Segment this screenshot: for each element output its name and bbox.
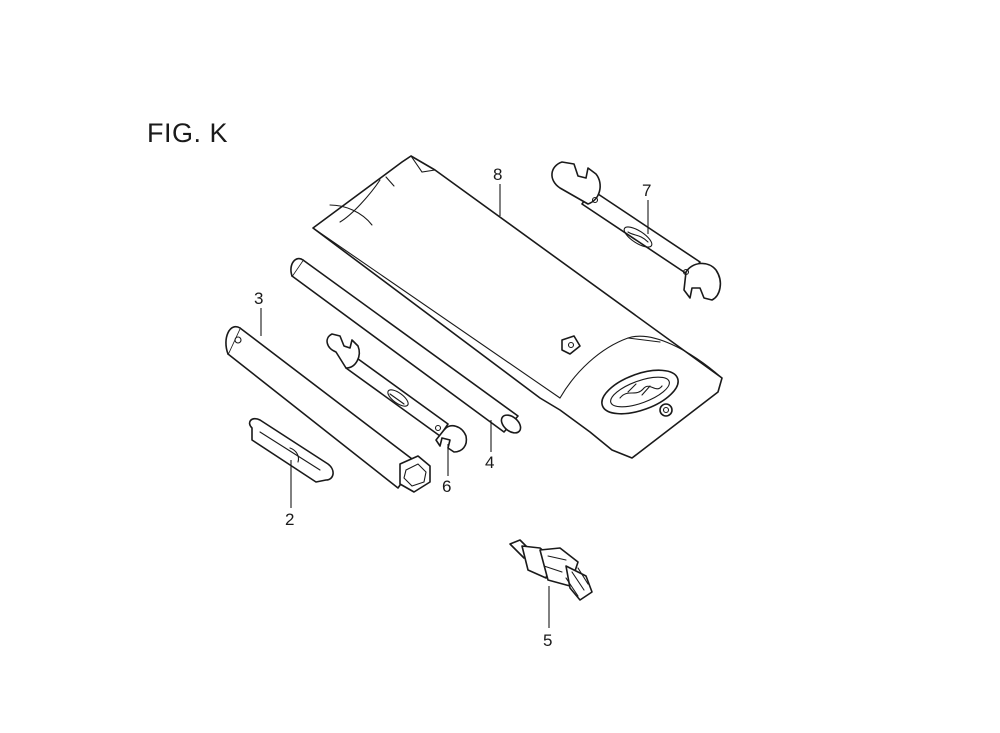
part-8-tool-bag	[312, 155, 723, 459]
part-7-wrench	[551, 161, 722, 301]
callout-5: 5	[543, 631, 552, 650]
callout-6: 6	[442, 477, 451, 496]
callout-2: 2	[285, 510, 294, 529]
callout-8: 8	[493, 165, 502, 184]
part-2-screwdriver-handle	[248, 417, 334, 483]
callout-labels: 8 7 3 4 6 2 5	[254, 165, 651, 650]
leader-lines	[260, 184, 649, 628]
callout-4: 4	[485, 453, 494, 472]
part-4-bar	[290, 257, 522, 434]
callout-7: 7	[642, 181, 651, 200]
part-3-box-wrench	[225, 325, 431, 493]
part-6-wrench	[326, 333, 468, 453]
callout-3: 3	[254, 289, 263, 308]
figure-title: FIG. K	[147, 118, 229, 148]
part-5-spark-plug	[509, 539, 593, 601]
